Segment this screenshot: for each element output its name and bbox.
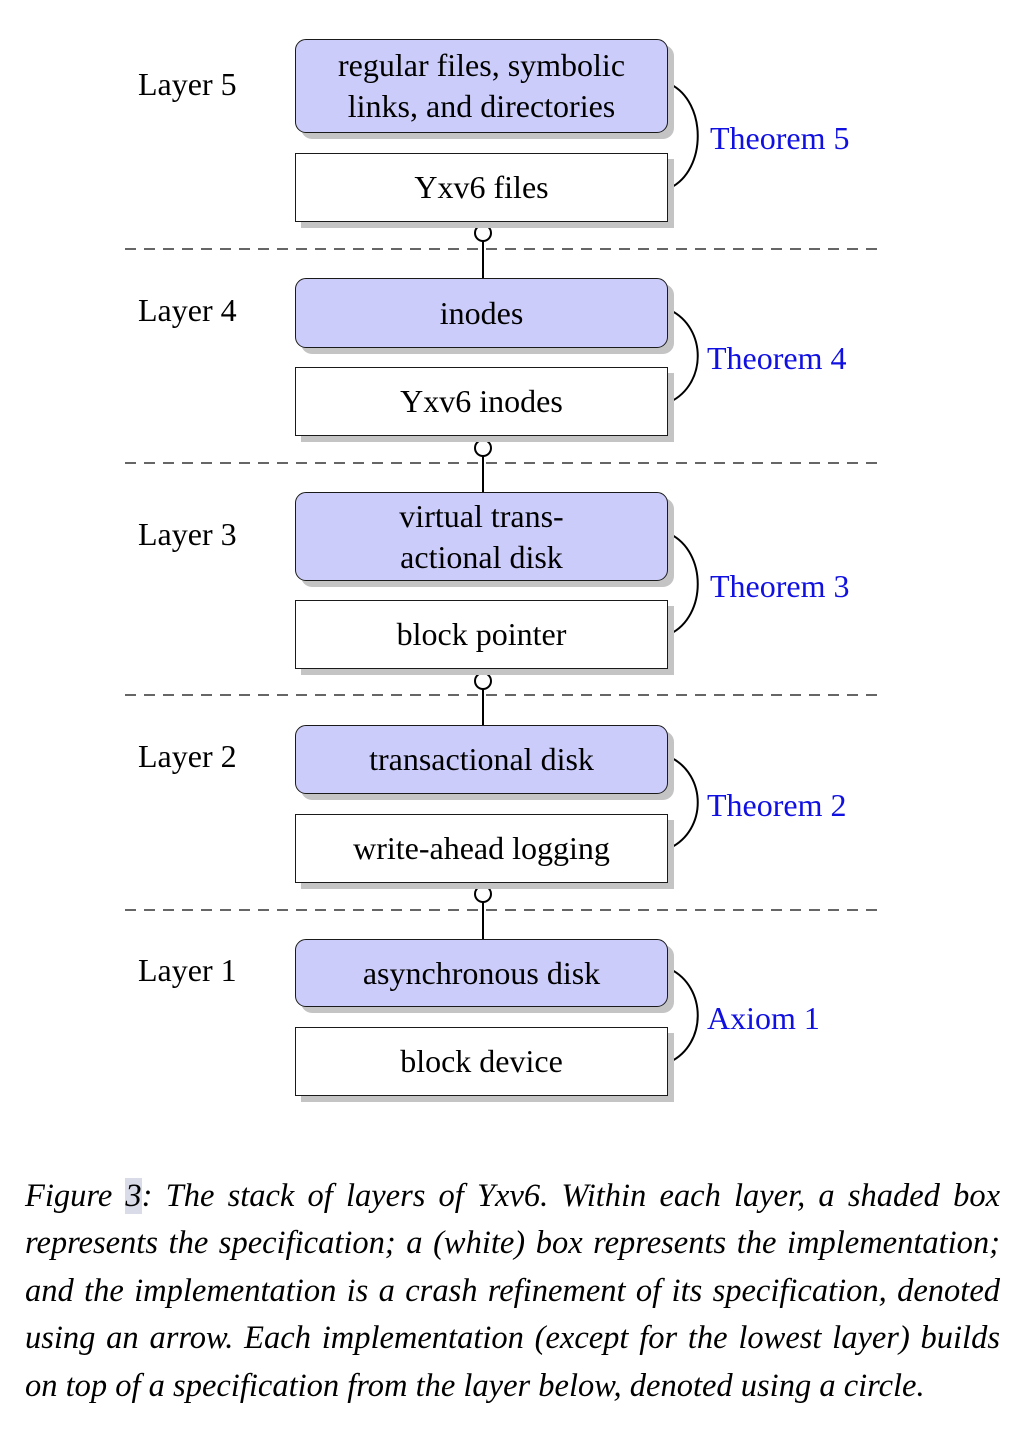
figure-caption: Figure 3: The stack of layers of Yxv6. W…	[25, 1173, 1000, 1411]
layer-stack-diagram	[125, 0, 877, 1063]
specification-text-line: transactional disk	[369, 741, 594, 777]
builds-on-circle	[474, 224, 492, 242]
implementation-box: write-ahead logging	[295, 814, 668, 883]
refinement-arrow-layer-2	[670, 757, 699, 849]
specification-text-line: links, and directories	[347, 88, 616, 124]
builds-on-connector-5-4	[474, 224, 492, 278]
implementation-box: block device	[295, 1027, 668, 1096]
implementation-text: write-ahead logging	[353, 830, 610, 866]
implementation-box: Yxv6 inodes	[295, 367, 668, 436]
refinement-arrow-layer-4	[670, 310, 699, 403]
implementation-box: Yxv6 files	[295, 153, 668, 222]
refinement-arrow-layer-3	[670, 534, 699, 635]
figure-number-link[interactable]: 3	[125, 1177, 142, 1214]
refinement-theorem-label: Theorem 5	[710, 120, 850, 156]
specification-box: virtual trans- actional disk	[295, 492, 668, 581]
implementation-box: block pointer	[295, 600, 668, 669]
builds-on-connector-4-3	[474, 439, 492, 492]
layer-label: Layer 5	[138, 66, 237, 102]
refinement-theorem-label: Axiom 1	[707, 1000, 820, 1036]
implementation-text: Yxv6 inodes	[400, 383, 563, 419]
builds-on-circle	[474, 885, 492, 903]
specification-box: inodes	[295, 278, 668, 348]
layer-label: Layer 4	[138, 292, 237, 328]
implementation-text: block pointer	[396, 616, 567, 652]
specification-box: asynchronous disk	[295, 939, 668, 1007]
specification-box: transactional disk	[295, 725, 668, 794]
refinement-theorem-label: Theorem 3	[710, 568, 850, 604]
caption-prefix: Figure	[25, 1177, 126, 1214]
caption-text: : The stack of layers of Yxv6. Within ea…	[25, 1177, 1001, 1404]
refinement-theorem-label: Theorem 4	[707, 340, 847, 376]
layer-label: Layer 3	[138, 516, 237, 552]
implementation-text: block device	[400, 1043, 563, 1079]
specification-text-line: virtual trans-	[399, 497, 564, 534]
implementation-text: Yxv6 files	[414, 169, 549, 205]
specification-text-line: actional disk	[400, 538, 563, 575]
specification-text-line: asynchronous disk	[362, 954, 601, 991]
refinement-arrow-layer-1	[670, 969, 699, 1063]
refinement-arrow-layer-5	[670, 84, 699, 189]
builds-on-circle	[474, 439, 492, 457]
builds-on-circle	[474, 672, 492, 690]
specification-box: regular files, symbolic links, and direc…	[295, 39, 668, 133]
specification-text-line: regular files, symbolic	[337, 47, 626, 83]
layer-label: Layer 2	[138, 738, 237, 774]
builds-on-connector-3-2	[474, 672, 492, 725]
layer-label: Layer 1	[138, 952, 237, 988]
specification-text-line: inodes	[439, 294, 524, 331]
refinement-theorem-label: Theorem 2	[707, 787, 847, 823]
builds-on-connector-2-1	[474, 885, 492, 939]
